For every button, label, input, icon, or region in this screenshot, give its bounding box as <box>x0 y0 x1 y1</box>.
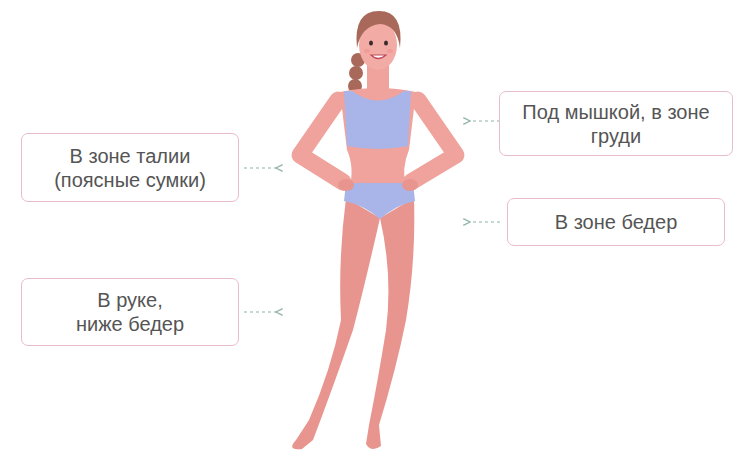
callout-content: В зоне талии (поясные сумки) <box>53 144 208 192</box>
callout-text: В зоне бедер <box>555 210 678 234</box>
leader-line <box>244 167 276 168</box>
callout-box: Под мышкой, в зоне груди <box>499 91 733 156</box>
callout-content: В руке, ниже бедер <box>74 288 186 336</box>
callout-content: В зоне бедер <box>555 210 678 234</box>
leader-line <box>244 311 276 312</box>
callout-box: В зоне талии (поясные сумки) <box>21 133 239 202</box>
leader-line <box>470 221 500 222</box>
woman-figure <box>292 11 456 449</box>
callout-text: В руке, ниже бедер <box>74 288 186 336</box>
leader-line <box>470 120 500 121</box>
callout-text: В зоне талии (поясные сумки) <box>53 144 208 192</box>
callout-content: Под мышкой, в зоне груди <box>514 100 718 148</box>
callout-box: В зоне бедер <box>507 198 725 246</box>
callout-box: В руке, ниже бедер <box>21 278 239 346</box>
callout-text: Под мышкой, в зоне груди <box>514 100 718 148</box>
